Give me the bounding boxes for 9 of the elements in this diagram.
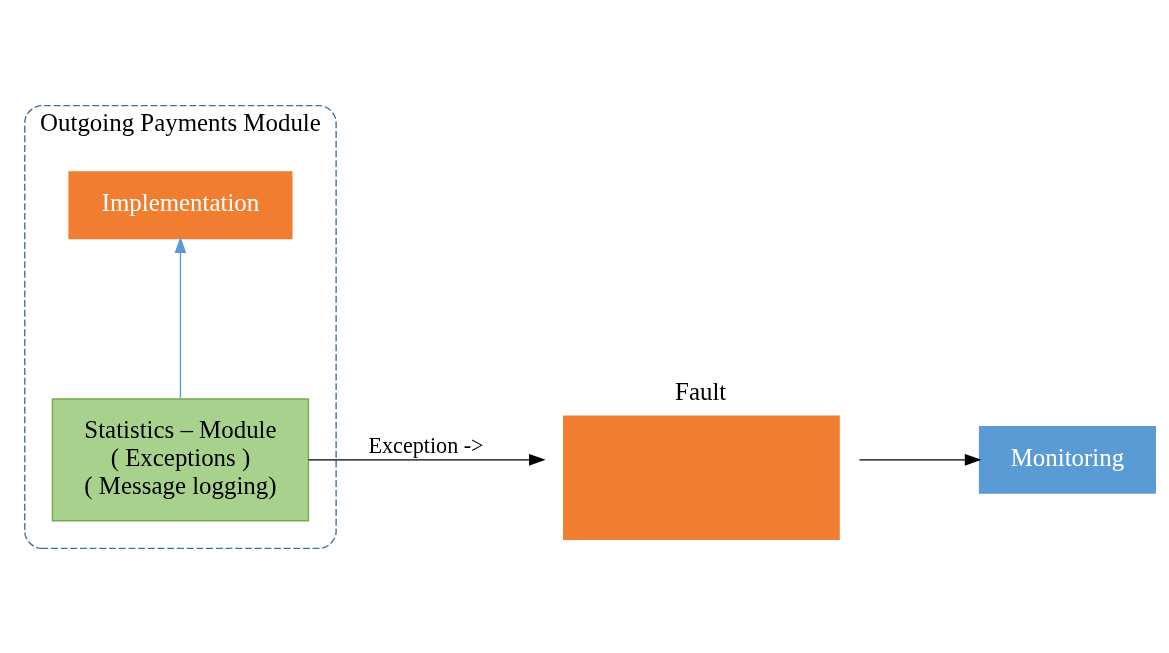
node-box: Implementation [68, 170, 293, 239]
node-label: Fault [675, 377, 727, 405]
node-box: Statistics – Module ( Exceptions ) ( Message logging) [51, 397, 310, 521]
node-box: Monitoring [978, 425, 1156, 494]
arrow [858, 453, 982, 466]
edge-label: Exception -> [368, 432, 484, 458]
node-box [563, 415, 840, 540]
arrow [307, 453, 546, 466]
arrow [174, 235, 187, 399]
